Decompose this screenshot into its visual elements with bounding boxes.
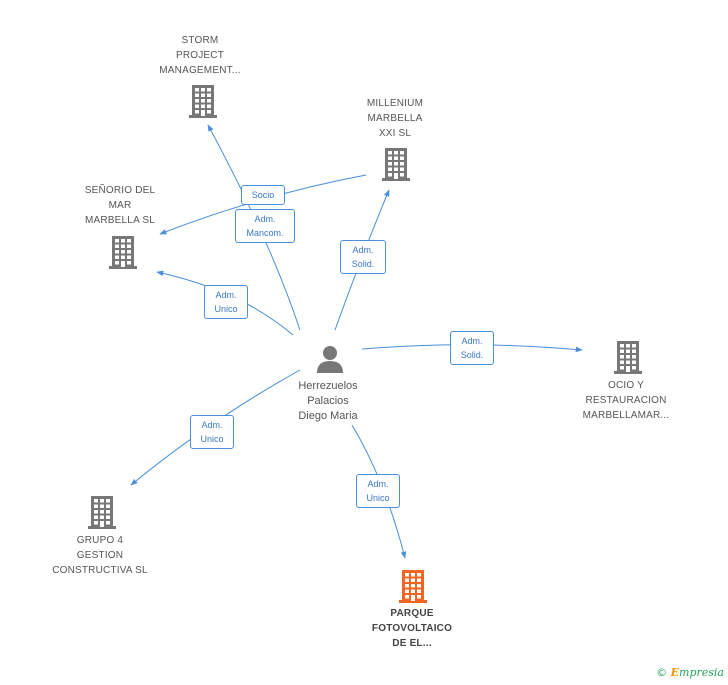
relation-label-ocio[interactable]: Adm. Solid. <box>450 331 494 365</box>
building-icon[interactable] <box>188 84 218 118</box>
relation-label-grupo4[interactable]: Adm. Unico <box>190 415 234 449</box>
brand-logo-text: mpresia <box>679 666 724 679</box>
relation-label-parque[interactable]: Adm. Unico <box>356 474 400 508</box>
building-icon[interactable] <box>613 340 643 374</box>
building-icon[interactable] <box>87 495 117 529</box>
copyright-icon: © <box>656 666 668 679</box>
brand-logo-initial: E <box>670 666 680 679</box>
company-label-parque[interactable]: PARQUE FOTOVOLTAICO DE EL... <box>371 608 453 649</box>
company-label-storm[interactable]: STORM PROJECT MANAGEMENT... <box>159 35 241 76</box>
relation-label-socio[interactable]: Socio <box>241 185 285 205</box>
relation-label-storm[interactable]: Adm. Mancom. <box>235 209 295 243</box>
company-label-ocio[interactable]: OCIO Y RESTAURACION MARBELLAMAR... <box>582 380 670 421</box>
person-icon[interactable] <box>316 345 344 373</box>
company-label-senorio[interactable]: SEÑORIO DEL MAR MARBELLA SL <box>84 185 156 226</box>
relation-label-senorio[interactable]: Adm. Unico <box>204 285 248 319</box>
brand-footer: © Empresia <box>656 666 724 679</box>
person-name[interactable]: Herrezuelos Palacios Diego Maria <box>298 380 358 422</box>
relation-label-millenium[interactable]: Adm. Solid. <box>340 240 386 274</box>
building-icon[interactable] <box>398 569 428 603</box>
company-label-millenium[interactable]: MILLENIUM MARBELLA XXI SL <box>366 98 424 139</box>
building-icon[interactable] <box>381 147 411 181</box>
building-icon[interactable] <box>108 235 138 269</box>
company-label-grupo4[interactable]: GRUPO 4 GESTION CONSTRUCTIVA SL <box>52 535 148 576</box>
